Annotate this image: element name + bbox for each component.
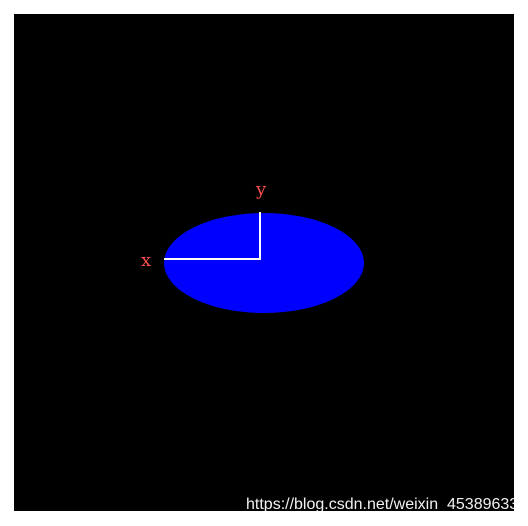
y-axis-label: y bbox=[256, 179, 267, 200]
y-axis-line bbox=[259, 212, 261, 260]
blue-ellipse bbox=[164, 213, 364, 313]
x-axis-label: x bbox=[141, 250, 152, 271]
x-axis-line bbox=[164, 258, 260, 260]
render-canvas: x y bbox=[14, 14, 514, 511]
source-watermark: https://blog.csdn.net/weixin_45389633 bbox=[246, 496, 519, 513]
